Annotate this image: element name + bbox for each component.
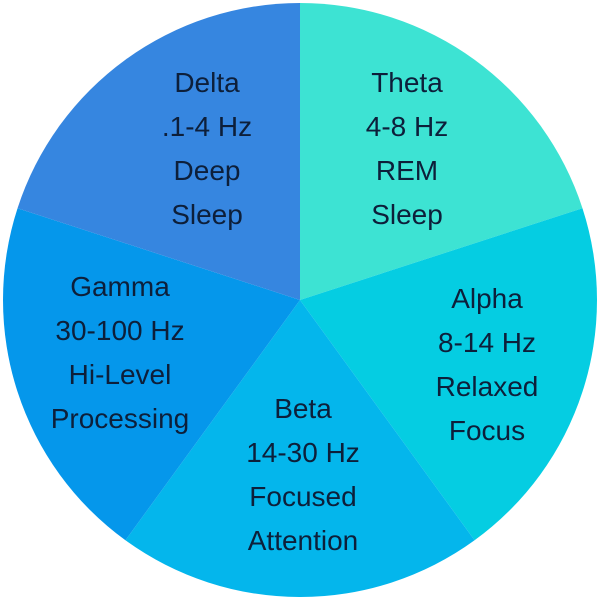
slice-alpha xyxy=(300,208,597,541)
slice-label-line: Processing xyxy=(51,403,190,434)
slice-label-line: 4-8 Hz xyxy=(366,111,448,142)
slice-theta xyxy=(300,3,583,300)
slice-label-line: Alpha xyxy=(451,283,523,314)
slice-label-line: 8-14 Hz xyxy=(438,327,536,358)
slice-label-line: Focused xyxy=(249,481,356,512)
slice-label-line: 30-100 Hz xyxy=(55,315,184,346)
slice-delta xyxy=(17,3,300,300)
slice-label-line: Beta xyxy=(274,393,332,424)
slice-label-line: Theta xyxy=(371,67,443,98)
slice-beta xyxy=(125,300,475,597)
slice-label-line: REM xyxy=(376,155,438,186)
slice-label-line: Attention xyxy=(248,525,359,556)
slice-label-line: Sleep xyxy=(171,199,243,230)
slice-gamma xyxy=(3,208,300,541)
slice-label-line: .1-4 Hz xyxy=(162,111,252,142)
slice-label-line: Deep xyxy=(174,155,241,186)
slice-label-theta: Theta 4-8 Hz REM Sleep xyxy=(366,67,448,230)
slice-label-line: Delta xyxy=(174,67,240,98)
slice-label-line: Relaxed xyxy=(436,371,539,402)
slice-label-line: Sleep xyxy=(371,199,443,230)
slice-label-line: Gamma xyxy=(70,271,170,302)
slice-label-line: Focus xyxy=(449,415,525,446)
slices xyxy=(3,3,597,597)
slice-label-line: Hi-Level xyxy=(69,359,172,390)
slice-label-line: 14-30 Hz xyxy=(246,437,360,468)
